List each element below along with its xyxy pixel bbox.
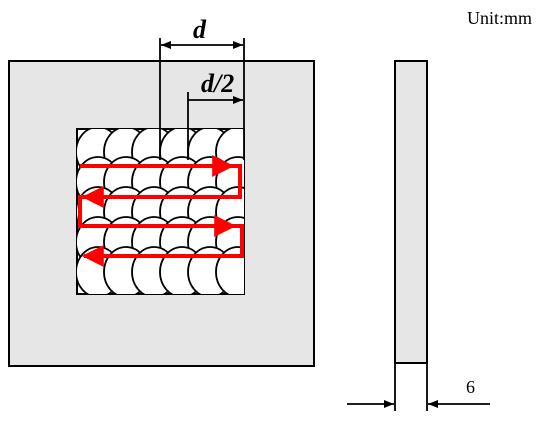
dimension-d: d [159,15,245,160]
dimension-half-d: d/2 [187,69,243,160]
spot-circle [215,246,244,294]
half-d-label: d/2 [201,69,234,98]
unit-label: Unit:mm [467,8,532,28]
scan-path [78,155,244,267]
overlapping-spots [77,129,244,294]
scan-connector-right-1 [232,164,242,199]
d-label: d [193,15,207,44]
thickness-label: 6 [466,377,475,397]
scan-connector-left [78,195,86,228]
scan-connector-right-2 [234,224,244,258]
side-view-plate [394,60,428,364]
